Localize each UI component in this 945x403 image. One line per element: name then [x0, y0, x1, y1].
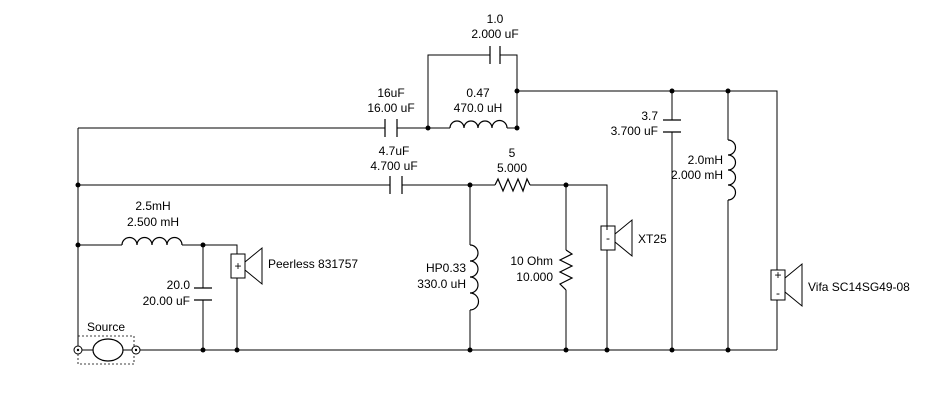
junction-dot: [725, 88, 731, 94]
peerless-plus: +: [234, 259, 241, 273]
c16-value: 16.00 uF: [367, 101, 414, 115]
junction-dot: [604, 347, 610, 353]
speaker-xt25[interactable]: [600, 218, 633, 258]
r5-name: 5: [509, 146, 516, 160]
junction-dot: [234, 347, 240, 353]
capacitor-c37[interactable]: [663, 119, 681, 133]
source-generator[interactable]: [73, 335, 141, 365]
wire-tweeter-top: [517, 90, 778, 270]
junction-dot: [669, 88, 675, 94]
resistor-r10[interactable]: [558, 249, 574, 291]
junction-dot: [75, 182, 81, 188]
junction-dot: [563, 182, 569, 188]
capacitor-c16[interactable]: [384, 119, 398, 137]
lhp-value: 330.0 uH: [417, 277, 466, 291]
c16-name: 16uF: [377, 86, 404, 100]
junctions: [75, 88, 731, 353]
junction-dot: [514, 125, 520, 131]
junction-dot: [669, 347, 675, 353]
lhp-name: HP0.33: [426, 261, 466, 275]
vifa-plus: +: [774, 268, 781, 282]
l047-name: 0.47: [466, 86, 490, 100]
l2mh-value: 2.000 mH: [671, 168, 723, 182]
junction-dot: [200, 347, 206, 353]
c20-name: 20.0: [167, 278, 191, 292]
junction-dot: [563, 347, 569, 353]
inductor-l2mh[interactable]: [727, 139, 737, 201]
inductor-l047[interactable]: [449, 119, 508, 129]
junction-dot: [425, 125, 431, 131]
resistor-r5[interactable]: [494, 177, 531, 193]
peerless-label: Peerless 831757: [268, 257, 358, 271]
xt25-minus: -: [606, 231, 610, 245]
wire-r5-to-xt25: [530, 184, 608, 230]
c-top-name: 1.0: [487, 12, 504, 26]
c47-name: 4.7uF: [379, 144, 410, 158]
speaker-vifa[interactable]: [770, 262, 803, 308]
l25-name: 2.5mH: [135, 199, 170, 213]
vifa-label: Vifa SC14SG49-08: [808, 280, 910, 294]
wire-bypass-right: [500, 54, 518, 128]
source-label: Source: [87, 320, 125, 334]
junction-dot: [467, 182, 473, 188]
inductor-l25[interactable]: [121, 236, 183, 246]
junction-dot: [467, 347, 473, 353]
c37-value: 3.700 uF: [611, 124, 658, 138]
junction-dot: [514, 88, 520, 94]
c-top-value: 2.000 uF: [471, 27, 518, 41]
l047-value: 470.0 uH: [454, 101, 503, 115]
capacitor-c47[interactable]: [389, 176, 403, 194]
speaker-peerless[interactable]: [230, 246, 263, 286]
junction-dot: [75, 242, 81, 248]
c37-name: 3.7: [641, 109, 658, 123]
r10-value: 10.000: [516, 270, 553, 284]
l25-value: 2.500 mH: [127, 215, 179, 229]
wire-l25-to-peerless: [182, 244, 238, 254]
c47-value: 4.700 uF: [370, 159, 417, 173]
c20-value: 20.00 uF: [143, 294, 190, 308]
wire-bypass-left: [427, 54, 490, 128]
capacitor-c-top[interactable]: [489, 46, 501, 64]
inductor-lhp[interactable]: [469, 244, 480, 311]
l2mh-name: 2.0mH: [688, 153, 723, 167]
r10-name: 10 Ohm: [510, 254, 553, 268]
r5-value: 5.000: [497, 161, 527, 175]
junction-dot: [200, 242, 206, 248]
junction-dot: [725, 347, 731, 353]
vifa-minus: -: [776, 286, 780, 300]
xt25-label: XT25: [638, 232, 667, 246]
capacitor-c20[interactable]: [194, 287, 212, 301]
